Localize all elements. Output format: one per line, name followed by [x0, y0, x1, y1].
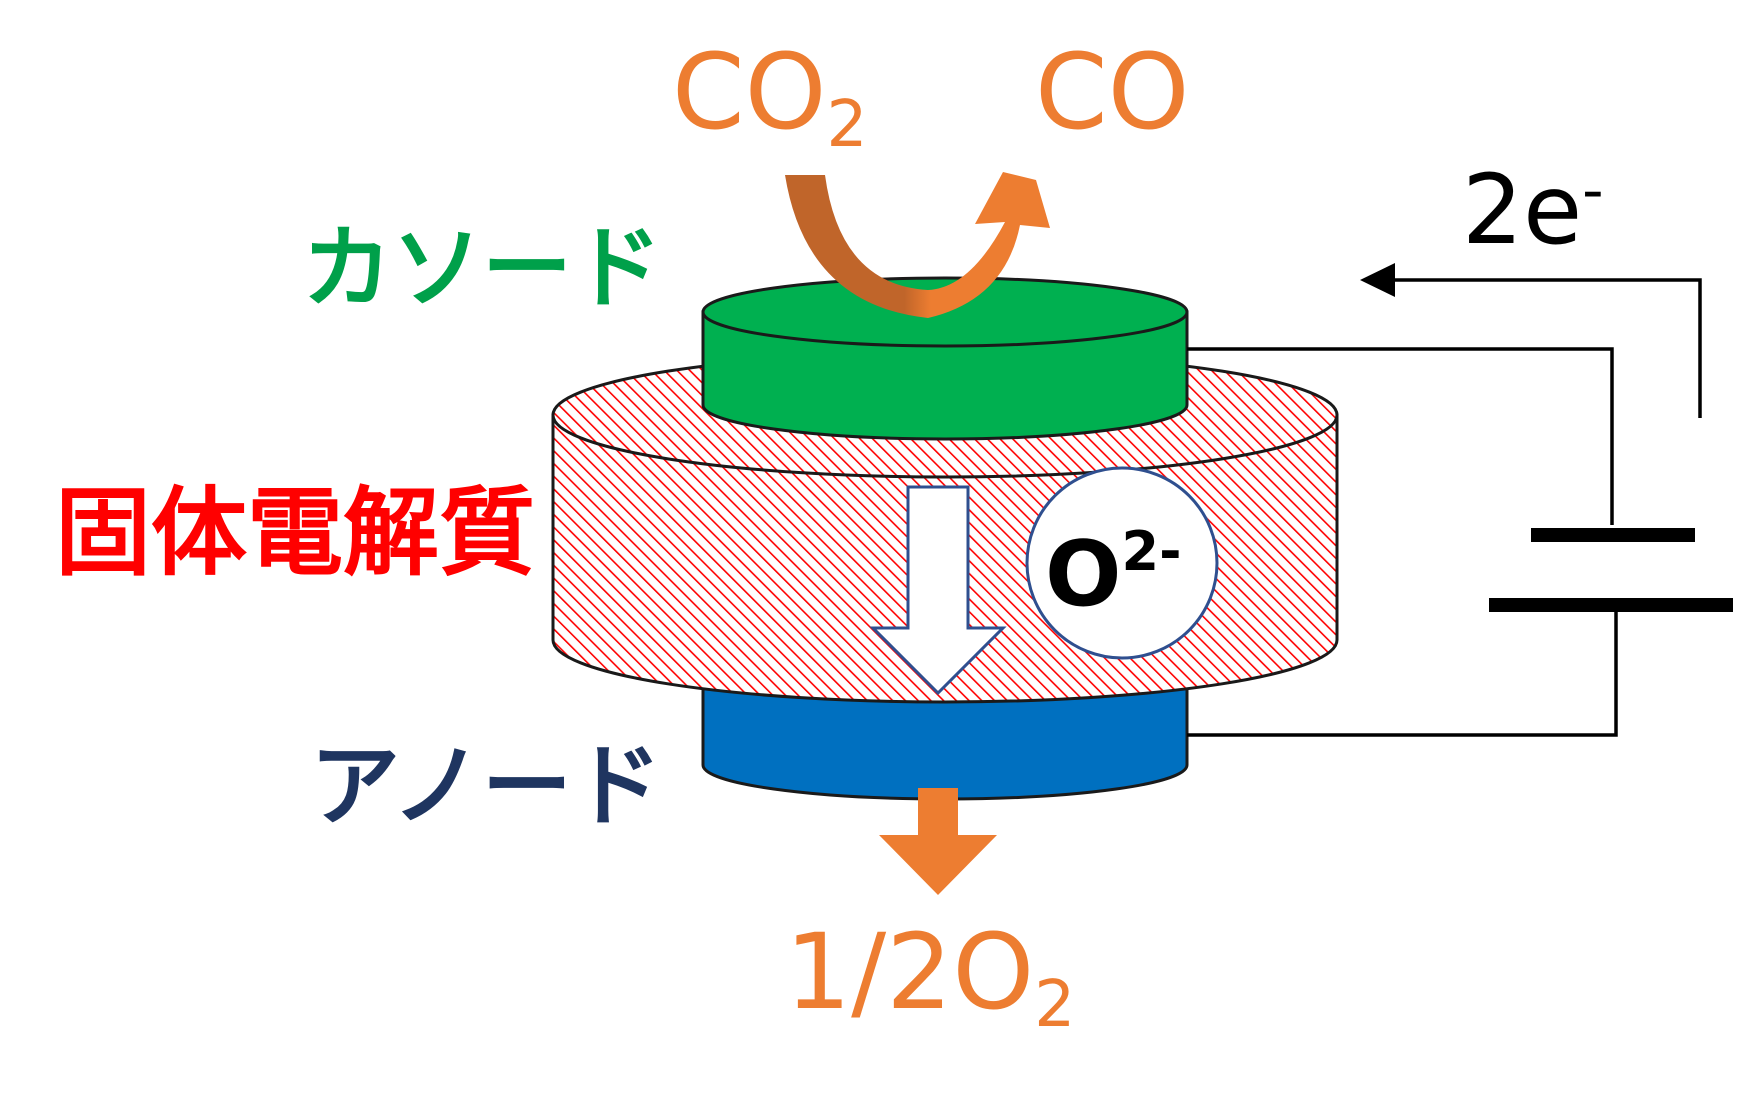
oxygen-formula-main: 1/2O [785, 911, 1035, 1033]
co2-formula: CO2 [672, 40, 868, 157]
oxygen-output-arrow [879, 788, 997, 895]
co-formula: CO [1035, 40, 1189, 144]
co2-formula-subscript: 2 [826, 87, 868, 163]
co2-formula-main: CO [672, 31, 827, 153]
oxide-ion-label: O2- [1045, 524, 1182, 620]
oxide-ion-label-main: O [1045, 522, 1122, 627]
electron-label: 2e- [1462, 161, 1604, 258]
external-circuit [1187, 278, 1702, 737]
anode-label: アノード [310, 734, 662, 839]
battery-icon [1489, 528, 1733, 612]
electron-flow-arrowhead [1360, 263, 1395, 297]
cathode-label: カソード [302, 216, 662, 321]
electron-label-main: 2e [1462, 154, 1583, 266]
oxide-ion-arrow [869, 485, 1007, 696]
reaction-curved-arrow [785, 172, 1050, 318]
electrolyte-label: 固体電解質 [55, 477, 535, 589]
oxide-ion-circle [1025, 466, 1219, 660]
electron-label-superscript: - [1582, 156, 1604, 226]
oxygen-formula-subscript: 2 [1034, 967, 1076, 1043]
oxygen-formula: 1/2O2 [785, 920, 1075, 1037]
oxide-ion-label-superscript: 2- [1121, 519, 1182, 583]
co-formula-main: CO [1035, 31, 1190, 153]
